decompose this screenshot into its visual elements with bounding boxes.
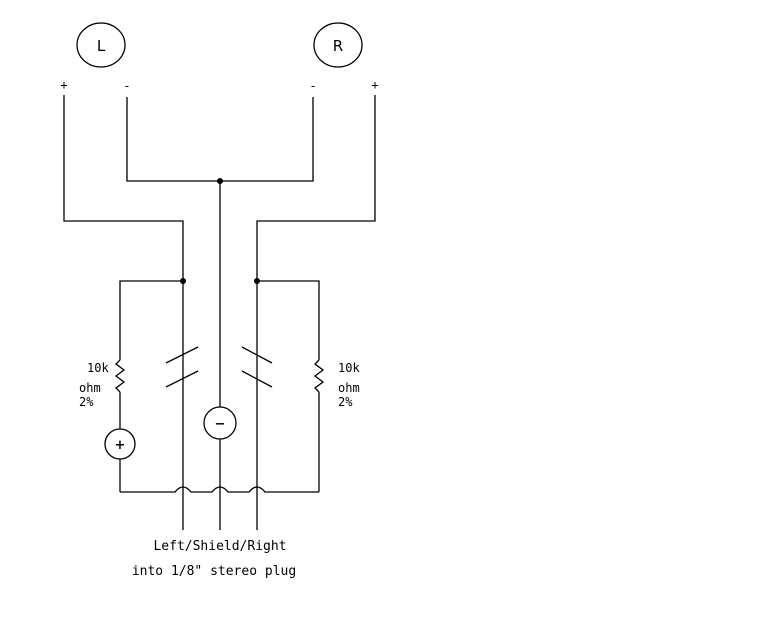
right-resistor-branch [257, 280, 320, 360]
right-plus-terminal: + [371, 78, 378, 92]
right-speaker-label: R [333, 37, 343, 55]
right-minus-terminal: - [309, 79, 316, 93]
ground-junction [217, 178, 223, 184]
right-resistor-tolerance: 2% [338, 395, 353, 409]
right-resistor-label: 10k ohm 2% [338, 361, 360, 409]
left-resistor-label: 10k ohm 2% [79, 361, 109, 409]
left-speaker-label: L [97, 37, 106, 55]
left-resistor [114, 359, 126, 393]
left-plus-terminal: + [60, 78, 67, 92]
right-resistor-value: 10k [338, 361, 360, 375]
right-resistor-unit: ohm [338, 381, 360, 395]
negative-symbol: − [215, 417, 226, 432]
right-resistor [313, 359, 325, 393]
left-signal-wire [63, 95, 184, 530]
right-signal-wire [256, 95, 376, 530]
right-switch-contact [241, 346, 273, 388]
left-minus-terminal: - [123, 79, 130, 93]
common-ground-wire [126, 97, 314, 182]
bottom-bus [120, 486, 319, 493]
caption-line-2: into 1/8" stereo plug [132, 564, 296, 579]
caption-line-1: Left/Shield/Right [153, 539, 286, 554]
positive-battery: + [104, 428, 136, 460]
left-resistor-branch [119, 280, 183, 360]
positive-symbol: + [115, 438, 126, 453]
left-resistor-value: 10k [87, 361, 109, 375]
left-switch-contact [165, 346, 199, 388]
left-resistor-tolerance: 2% [79, 395, 94, 409]
left-speaker: L [76, 22, 126, 68]
right-speaker: R [313, 22, 363, 68]
negative-battery: − [203, 406, 237, 440]
left-resistor-unit: ohm [79, 381, 101, 395]
